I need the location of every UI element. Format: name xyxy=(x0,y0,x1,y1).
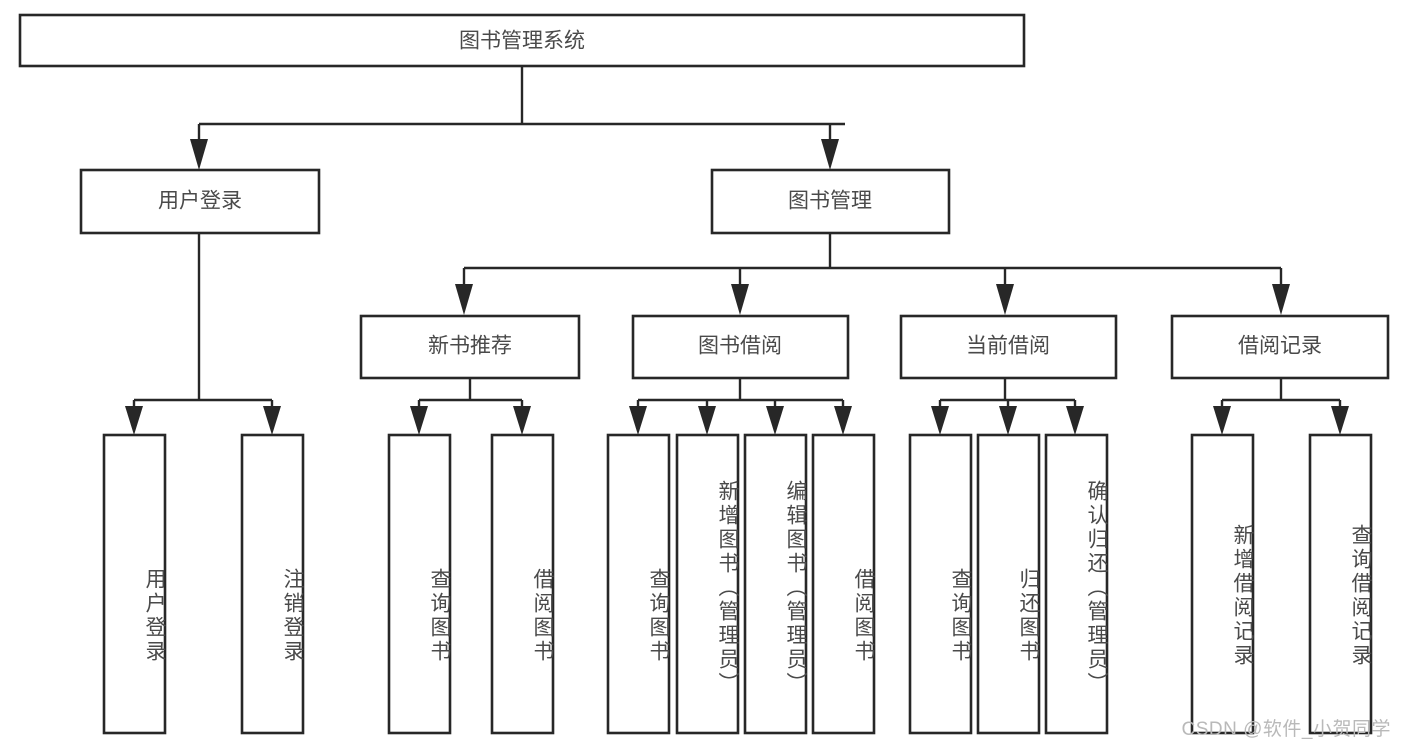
node-borrow-record[interactable] xyxy=(1170,314,1390,380)
node-root-library-system[interactable] xyxy=(18,13,1026,68)
node-book-management-label: 图书管理 xyxy=(788,190,872,213)
arrowhead-book-management xyxy=(821,139,839,170)
arrowhead-leaf-query-book-2 xyxy=(629,406,647,435)
arrowhead-user-login xyxy=(190,139,208,170)
node-leaf-add-borrow-record[interactable] xyxy=(1190,433,1255,735)
arrowhead-leaf-query-borrow-record xyxy=(1331,406,1349,435)
arrowhead-leaf-edit-book-admin xyxy=(766,406,784,435)
node-user-login-label: 用户登录 xyxy=(158,190,242,213)
arrowhead-leaf-logout-login xyxy=(263,406,281,435)
node-leaf-query-book-3[interactable] xyxy=(908,433,973,735)
arrowhead-leaf-query-book-3 xyxy=(931,406,949,435)
watermark-text: CSDN @软件_小贺同学 xyxy=(1181,719,1391,740)
node-leaf-return-book[interactable] xyxy=(976,433,1041,735)
arrowhead-leaf-add-book-admin xyxy=(698,406,716,435)
node-book-borrow-label: 图书借阅 xyxy=(698,335,782,358)
connector-layer xyxy=(125,66,1349,435)
arrowhead-current-borrow xyxy=(996,284,1014,315)
arrowhead-book-borrow xyxy=(731,284,749,315)
node-leaf-query-borrow-record[interactable] xyxy=(1308,433,1373,735)
node-layer: 图书管理系统 用户登录 图书管理 新书推荐 图书借阅 当前借阅 借阅记录 xyxy=(18,13,1390,735)
arrowhead-leaf-user-login xyxy=(125,406,143,435)
node-leaf-confirm-return-admin[interactable] xyxy=(1044,433,1109,735)
arrowhead-leaf-add-borrow-record xyxy=(1213,406,1231,435)
node-leaf-add-book-admin[interactable] xyxy=(675,433,740,735)
node-book-management[interactable] xyxy=(710,168,951,235)
arrowhead-leaf-borrow-book-2 xyxy=(834,406,852,435)
node-current-borrow[interactable] xyxy=(899,314,1118,380)
node-root-label: 图书管理系统 xyxy=(459,30,585,53)
node-leaf-query-book-1[interactable] xyxy=(387,433,452,735)
arrowhead-leaf-query-book-1 xyxy=(410,406,428,435)
arrowhead-borrow-record xyxy=(1272,284,1290,315)
node-leaf-query-book-2[interactable] xyxy=(606,433,671,735)
arrowhead-leaf-borrow-book-1 xyxy=(513,406,531,435)
arrowhead-new-book xyxy=(455,284,473,315)
node-leaf-logout-login[interactable] xyxy=(240,433,305,735)
node-leaf-user-login[interactable] xyxy=(102,433,167,735)
node-current-borrow-label: 当前借阅 xyxy=(966,335,1050,358)
arrowhead-leaf-return-book xyxy=(999,406,1017,435)
node-user-login[interactable] xyxy=(79,168,321,235)
node-leaf-borrow-book-2[interactable] xyxy=(811,433,876,735)
node-borrow-record-label: 借阅记录 xyxy=(1238,335,1322,358)
node-new-book-recommend[interactable] xyxy=(359,314,581,380)
node-leaf-borrow-book-1[interactable] xyxy=(490,433,555,735)
node-leaf-edit-book-admin[interactable] xyxy=(743,433,808,735)
arrowhead-leaf-confirm-return-admin xyxy=(1066,406,1084,435)
node-new-book-recommend-label: 新书推荐 xyxy=(428,335,512,358)
node-book-borrow[interactable] xyxy=(631,314,850,380)
